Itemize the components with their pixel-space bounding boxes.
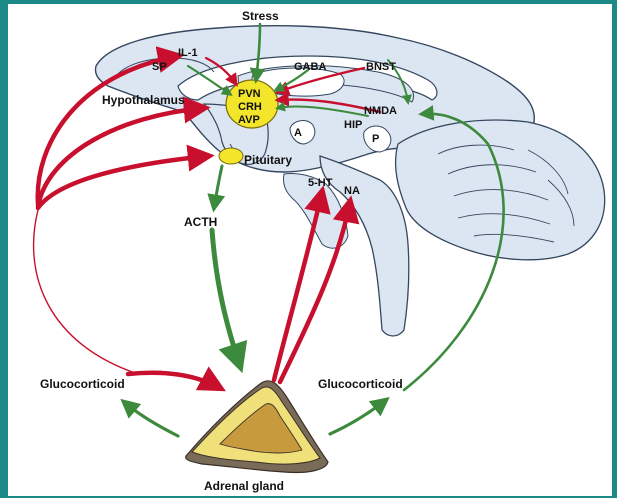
arrow-glucocorticoid-left-to-adrenal [128,373,220,388]
label-il1: IL-1 [178,47,198,59]
label-hip: HIP [344,119,362,131]
label-avp: AVP [238,114,260,126]
label-bnst: BNST [366,61,396,73]
label-nmda: NMDA [364,105,397,117]
label-acth: ACTH [184,215,217,229]
arrow-acth-to-adrenal [212,230,240,366]
label-hypothalamus: Hypothalamus [102,93,185,107]
label-stress: Stress [242,9,279,23]
arrow-adrenal-to-5ht [274,192,322,380]
pituitary-gland [219,148,243,164]
label-na: NA [344,185,360,197]
label-p: P [372,133,379,145]
arrow-adrenal-to-glucocorticoid-left [124,402,178,436]
arrow-pituitary-to-acth [214,166,222,208]
label-gaba: GABA [294,61,326,73]
label-adrenal-gland: Adrenal gland [204,479,284,493]
label-glucocorticoid-left: Glucocorticoid [40,377,125,391]
arrow-adrenal-to-glucocorticoid-right [330,400,386,434]
arrow-adrenal-loop [34,210,138,374]
label-glucocorticoid-right: Glucocorticoid [318,377,403,391]
label-sp: SP [152,61,167,73]
label-5ht: 5-HT [308,177,333,189]
label-pituitary: Pituitary [244,153,292,167]
hpa-axis-diagram: Stress IL-1 SP GABA BNST Hypothalamus PV… [8,4,612,496]
adrenal-gland-shape [186,381,328,473]
label-a: A [294,127,302,139]
label-crh: CRH [238,101,262,113]
label-pvn: PVN [238,88,261,100]
diagram-panel: Stress IL-1 SP GABA BNST Hypothalamus PV… [8,4,612,496]
